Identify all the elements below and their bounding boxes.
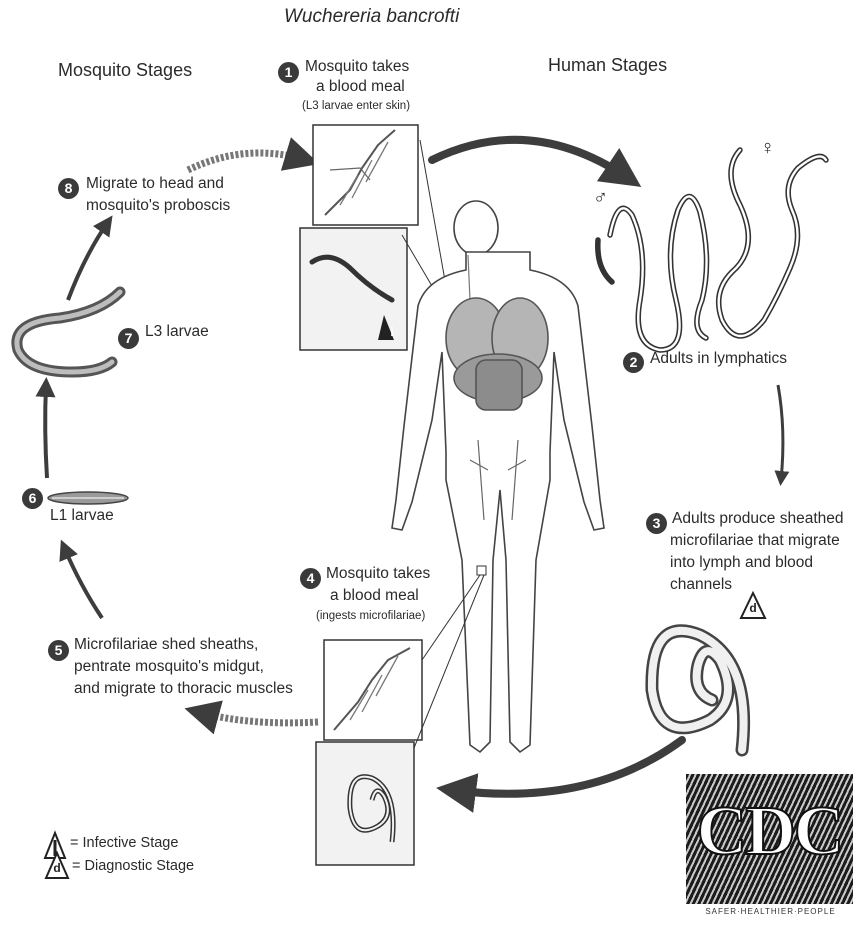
- sheathed-microfilaria: [652, 631, 744, 750]
- step-8-line-1: Migrate to head and: [86, 175, 224, 194]
- arrow-1-to-2: [432, 140, 628, 178]
- microfilaria-panel-bottom: [316, 742, 414, 865]
- arrow-8-to-1: [188, 153, 306, 170]
- step-3-line-2: microfilariae that migrate: [670, 532, 840, 551]
- step-1-line-1: Mosquito takes: [305, 58, 409, 77]
- step-7-number: 7: [118, 328, 139, 349]
- step-1-note: (L3 larvae enter skin): [302, 100, 410, 114]
- step-5-line-2: pentrate mosquito's midgut,: [74, 658, 264, 677]
- step-4-note: (ingests microfilariae): [316, 610, 425, 624]
- step-5-line-3: and migrate to thoracic muscles: [74, 680, 293, 699]
- l3-larva: [17, 292, 120, 372]
- step-8-number: 8: [58, 178, 79, 199]
- legend-diagnostic-letter: d: [51, 861, 63, 875]
- cdc-logo: CDC: [686, 774, 853, 904]
- step-6-number: 6: [22, 488, 43, 509]
- legend-diagnostic-label: = Diagnostic Stage: [72, 858, 194, 875]
- step-1-number: 1: [278, 62, 299, 83]
- mosquito-bite-panel-top: [313, 125, 418, 225]
- l1-larva: [48, 492, 128, 504]
- legend-infective-marker: [45, 833, 65, 858]
- legend-infective-label: = Infective Stage: [70, 835, 178, 852]
- cdc-logo-letters: CDC: [686, 792, 853, 872]
- mosquito-bite-panel-bottom: [324, 640, 422, 740]
- male-symbol: ♂: [593, 186, 608, 210]
- arrow-4-to-5: [198, 712, 318, 723]
- arrow-2-to-3: [778, 385, 783, 480]
- diagnostic-letter-step3: d: [747, 601, 759, 615]
- step-4-number: 4: [300, 568, 321, 589]
- step-7-label: L3 larvae: [145, 323, 209, 342]
- cdc-tagline: SAFER·HEALTHIER·PEOPLE: [688, 907, 853, 916]
- step-5-number: 5: [48, 640, 69, 661]
- step-3-number: 3: [646, 513, 667, 534]
- step-1-line-2: a blood meal: [316, 78, 405, 97]
- arrow-6-to-7: [45, 385, 47, 478]
- arrow-7-to-8: [68, 222, 108, 300]
- step-5-line-1: Microfilariae shed sheaths,: [74, 636, 258, 655]
- step-2-label: Adults in lymphatics: [650, 350, 787, 369]
- step-4-line-1: Mosquito takes: [326, 565, 430, 584]
- arrow-5-to-6: [64, 547, 102, 618]
- female-symbol: ♀: [760, 136, 775, 160]
- step-2-number: 2: [623, 352, 644, 373]
- section-title-human: Human Stages: [548, 55, 667, 77]
- step-3-line-3: into lymph and blood: [670, 554, 813, 573]
- step-8-line-2: mosquito's proboscis: [86, 197, 230, 216]
- step-3-line-4: channels: [670, 576, 732, 595]
- step-6-label: L1 larvae: [50, 507, 114, 526]
- infective-letter-step1: i: [386, 325, 398, 339]
- arrow-3-to-4: [452, 740, 682, 794]
- step-3-line-1: Adults produce sheathed: [672, 510, 843, 529]
- human-figure: [392, 201, 604, 752]
- step-4-line-2: a blood meal: [330, 587, 419, 606]
- section-title-mosquito: Mosquito Stages: [58, 60, 192, 82]
- diagram-title: Wuchereria bancrofti: [284, 6, 459, 29]
